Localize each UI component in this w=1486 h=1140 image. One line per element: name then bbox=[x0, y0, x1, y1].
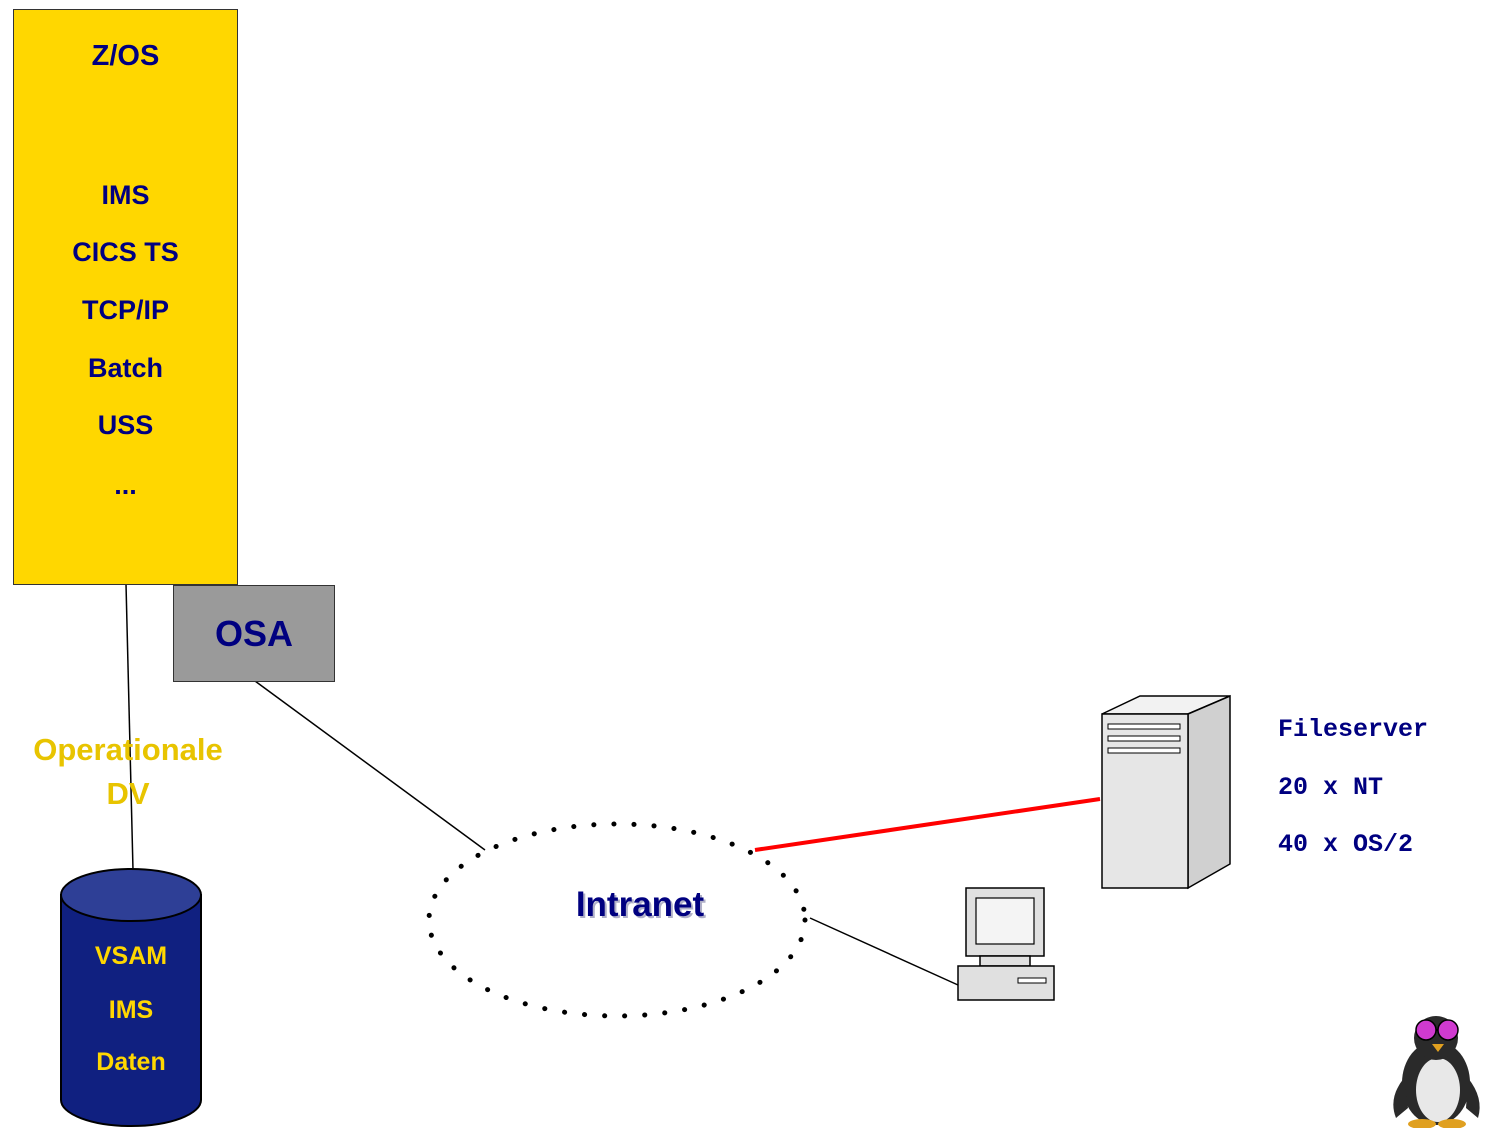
zos-item-batch: Batch bbox=[87, 353, 163, 383]
zos-db-link bbox=[125, 583, 134, 871]
zos-item-uss: USS bbox=[97, 410, 154, 440]
zos-system-box: Z/OS IMS CICS TS TCP/IP Batch USS ... bbox=[13, 9, 238, 585]
desktop-computer-icon bbox=[957, 887, 1055, 1001]
database-icon bbox=[60, 868, 202, 1127]
fileserver-nt-count: 20 x NT bbox=[1278, 773, 1384, 802]
intranet-pc-link bbox=[809, 917, 959, 986]
db-item-ims: IMS bbox=[108, 996, 154, 1024]
fileserver-label: Fileserver bbox=[1278, 715, 1429, 744]
server-icon bbox=[1101, 694, 1231, 890]
intranet-label: Intranet bbox=[575, 885, 705, 924]
osa-intranet-link bbox=[254, 680, 486, 851]
zos-item-more: ... bbox=[114, 470, 137, 500]
tux-penguin-icon bbox=[1393, 1016, 1480, 1128]
operational-line-2: DV bbox=[106, 776, 150, 811]
fileserver-os2-count: 40 x OS/2 bbox=[1278, 830, 1414, 859]
osa-box: OSA bbox=[173, 585, 335, 682]
intranet-cloud bbox=[426, 821, 808, 1019]
db-item-vsam: VSAM bbox=[94, 942, 168, 970]
zos-item-ims: IMS bbox=[101, 180, 150, 210]
zos-item-tcpip: TCP/IP bbox=[81, 295, 169, 325]
intranet-server-link bbox=[754, 797, 1101, 852]
zos-title: Z/OS bbox=[91, 40, 160, 72]
zos-item-cics: CICS TS bbox=[72, 237, 179, 267]
operational-line-1: Operationale bbox=[33, 732, 223, 767]
operational-dv-label: Operationale DV bbox=[0, 728, 256, 816]
db-item-daten: Daten bbox=[96, 1048, 166, 1076]
